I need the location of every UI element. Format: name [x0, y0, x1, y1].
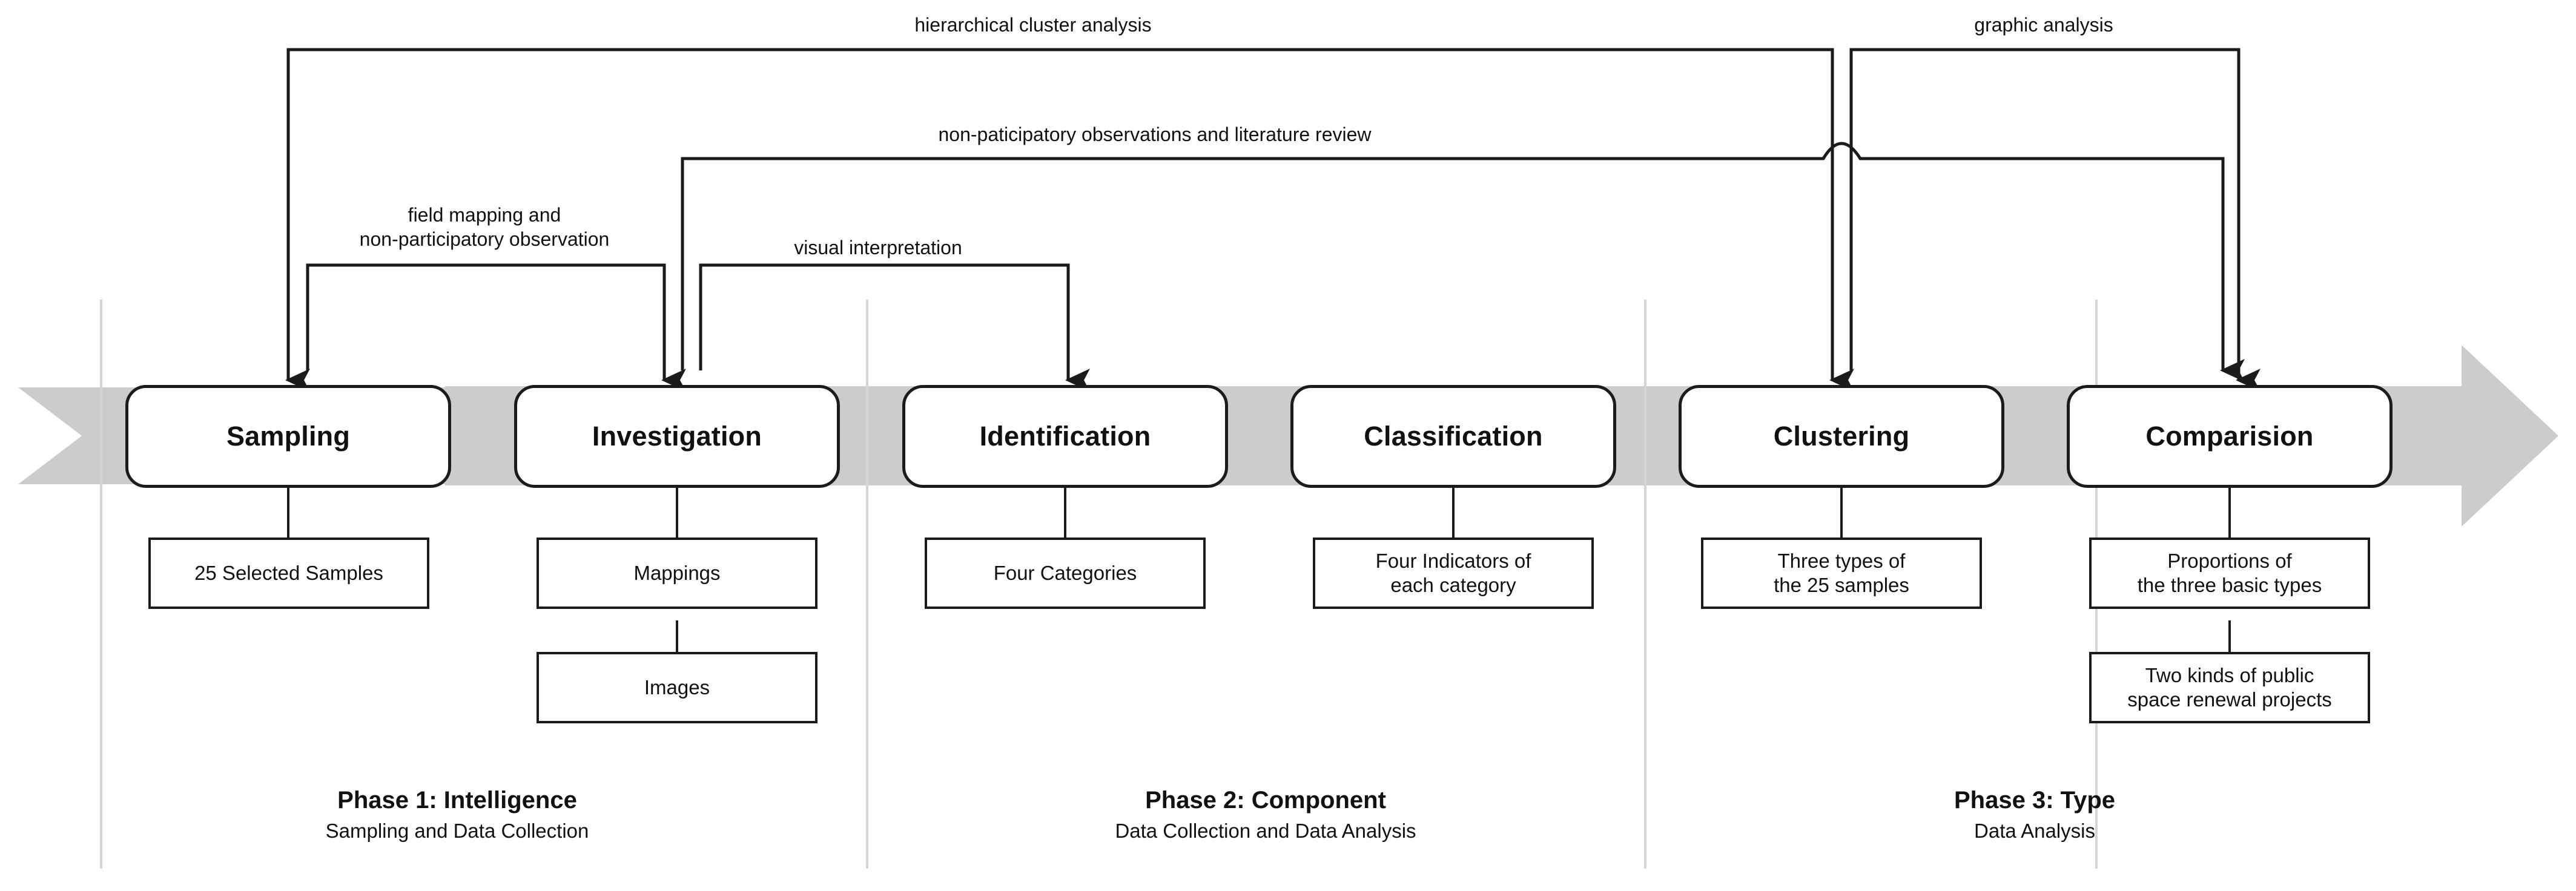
phase-1-title: Phase 1: Intelligence: [337, 787, 577, 814]
output-label-images: Images: [644, 676, 710, 699]
output-label-25-selected-samples: 25 Selected Samples: [194, 561, 383, 584]
output-label-proportions: Proportions of the three basic types: [2137, 549, 2322, 596]
edge-investigation-to-identification: [699, 263, 1091, 392]
phase-caption-3: Phase 3: Type Data Analysis: [1954, 786, 2115, 844]
output-box-two-kinds-projects[interactable]: Two kinds of public space renewal projec…: [2089, 652, 2370, 723]
stage-box-comparision[interactable]: Comparision: [2067, 385, 2393, 488]
edge-sampling-to-investigation: [306, 263, 687, 392]
output-box-four-indicators[interactable]: Four Indicators of each category: [1313, 538, 1594, 609]
output-label-three-types: Three types of the 25 samples: [1774, 549, 1909, 596]
stage-box-sampling[interactable]: Sampling: [125, 385, 451, 488]
phase-caption-2: Phase 2: Component Data Collection and D…: [1115, 786, 1416, 844]
stage-box-investigation[interactable]: Investigation: [514, 385, 840, 488]
output-box-four-categories[interactable]: Four Categories: [925, 538, 1206, 609]
edge-label-hierarchical-cluster-analysis: hierarchical cluster analysis: [914, 14, 1152, 36]
stage-box-identification[interactable]: Identification: [902, 385, 1228, 488]
edge-investigation-to-comparision: [681, 142, 2245, 382]
edge-clustering-to-sampling: [285, 48, 1834, 392]
stage-label-clustering: Clustering: [1773, 421, 1910, 452]
phase-caption-1: Phase 1: Intelligence Sampling and Data …: [326, 786, 589, 844]
stage-label-comparision: Comparision: [2145, 421, 2314, 452]
output-box-25-selected-samples[interactable]: 25 Selected Samples: [148, 538, 429, 609]
stage-label-sampling: Sampling: [226, 421, 351, 452]
edge-label-field-mapping: field mapping and non-participatory obse…: [359, 204, 610, 250]
output-label-four-categories: Four Categories: [993, 561, 1137, 584]
edge-comparision-to-clustering: [1849, 48, 2241, 370]
stage-box-classification[interactable]: Classification: [1290, 385, 1616, 488]
output-label-four-indicators: Four Indicators of each category: [1375, 549, 1531, 596]
phase-2-subtitle: Data Collection and Data Analysis: [1115, 819, 1416, 842]
stage-label-investigation: Investigation: [592, 421, 762, 452]
edge-label-graphic-analysis: graphic analysis: [1974, 14, 2113, 36]
output-box-images[interactable]: Images: [537, 652, 817, 723]
output-box-proportions[interactable]: Proportions of the three basic types: [2089, 538, 2370, 609]
edge-label-visual-interpretation: visual interpretation: [794, 237, 962, 258]
output-box-three-types[interactable]: Three types of the 25 samples: [1701, 538, 1982, 609]
output-label-mappings: Mappings: [633, 561, 721, 584]
phase-3-subtitle: Data Analysis: [1974, 819, 2095, 842]
stage-label-classification: Classification: [1364, 421, 1543, 452]
edge-label-non-paticipatory-observations: non-paticipatory observations and litera…: [938, 123, 1372, 145]
phase-1-subtitle: Sampling and Data Collection: [325, 819, 589, 842]
output-label-two-kinds-projects: Two kinds of public space renewal projec…: [2127, 663, 2332, 711]
phase-2-title: Phase 2: Component: [1145, 787, 1386, 814]
stage-label-identification: Identification: [979, 421, 1151, 452]
stage-box-clustering[interactable]: Clustering: [1679, 385, 2004, 488]
phase-3-title: Phase 3: Type: [1953, 787, 2116, 814]
output-box-mappings[interactable]: Mappings: [537, 538, 817, 609]
